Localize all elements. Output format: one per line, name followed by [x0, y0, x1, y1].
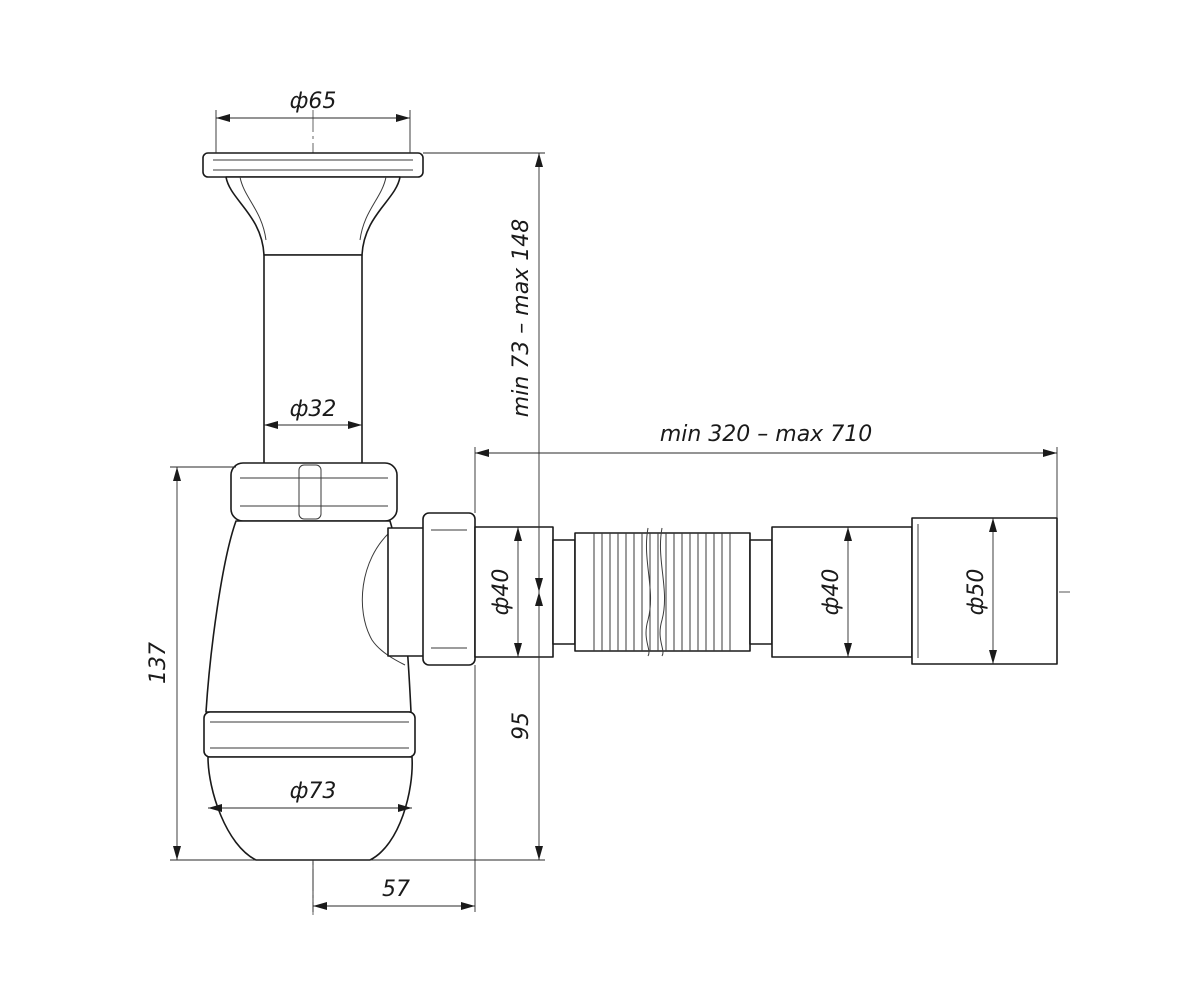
- label-grate-diameter: ф65: [290, 89, 337, 114]
- label-height-adjust: min 73 – max 148: [509, 219, 534, 417]
- label-end-diameter: ф50: [964, 569, 989, 616]
- label-pipe-diameter: ф32: [290, 397, 337, 422]
- label-hose-diameter: ф40: [819, 569, 844, 616]
- label-outlet-diameter: ф40: [489, 569, 514, 616]
- corrugations: [593, 533, 731, 651]
- label-outlet-height: 95: [509, 712, 534, 740]
- center-lines: [300, 110, 1070, 915]
- siphon-body: [202, 152, 424, 861]
- label-length-range: min 320 – max 710: [660, 422, 872, 447]
- label-total-height: 137: [146, 642, 171, 684]
- outlet-assembly: [387, 512, 1058, 666]
- label-bowl-diameter: ф73: [290, 779, 337, 804]
- dimension-labels: ф65 ф32 ф73 57 min 320 – max 710 min 73 …: [146, 89, 989, 902]
- label-offset: 57: [382, 877, 410, 902]
- dimension-lines: [170, 110, 1058, 912]
